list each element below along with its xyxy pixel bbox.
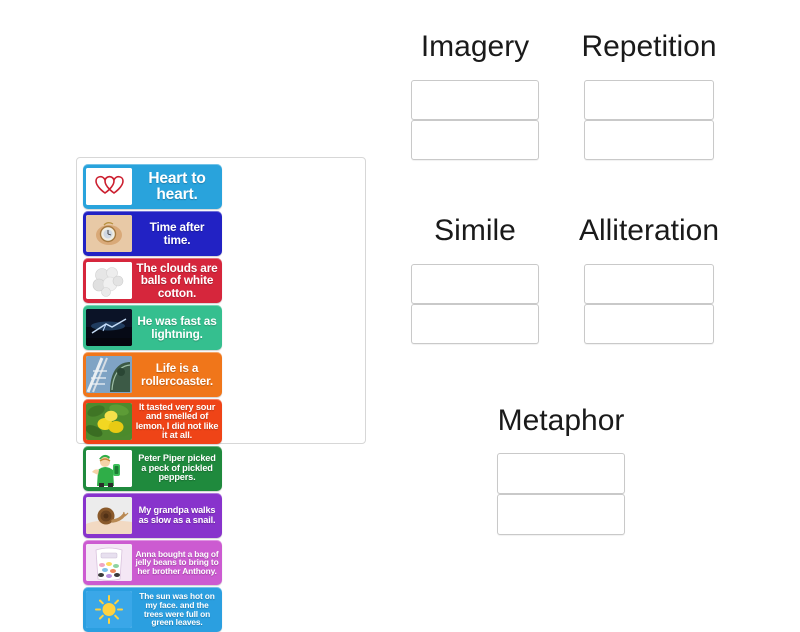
category-title-repetition: Repetition [581,30,717,63]
lemons-image [86,403,132,440]
drop-slot-repetition-1[interactable] [584,80,714,120]
drop-slot-simile-1[interactable] [411,264,539,304]
snail-on-hand-image [86,497,132,534]
card-label: Heart to heart. [148,169,206,203]
drop-slot-repetition-2[interactable] [584,120,714,160]
category-slots-imagery [396,80,554,160]
category-slots-alliteration [570,264,728,344]
category-slots-simile [396,264,554,344]
draggable-card-clouds-cotton[interactable]: The clouds are balls of white cotton. [83,258,222,303]
category-slots-metaphor [482,453,640,535]
category-slots-repetition [570,80,728,160]
card-label: My grandpa walks as slow as a snail. [138,505,216,525]
card-label: Time after time. [149,220,205,247]
drop-slot-imagery-2[interactable] [411,120,539,160]
two-hearts-outline-image [86,168,132,205]
category-simile: Simile [396,216,554,344]
category-title-alliteration: Alliteration [578,214,720,247]
rollercoaster-image [86,356,132,393]
draggable-card-heart-to-heart[interactable]: Heart to heart. [83,164,222,209]
draggable-card-time-after-time[interactable]: Time after time. [83,211,222,256]
sun-image [86,591,132,628]
category-metaphor: Metaphor [482,406,640,535]
draggable-card-life-rollercoaster[interactable]: Life is a rollercoaster. [83,352,222,397]
drop-slot-metaphor-2[interactable] [497,494,625,535]
category-title-imagery: Imagery [420,30,530,63]
card-label: He was fast as lightning. [137,314,217,341]
lightning-night-sky-image [86,309,132,346]
draggable-card-sour-lemon[interactable]: It tasted very sour and smelled of lemon… [83,399,222,444]
category-title-simile: Simile [434,214,516,247]
draggable-card-anna-jelly-beans[interactable]: Anna bought a bag of jelly beans to brin… [83,540,222,585]
card-label: Peter Piper picked a peck of pickled pep… [138,453,216,483]
drop-slot-simile-2[interactable] [411,304,539,344]
drop-slot-alliteration-1[interactable] [584,264,714,304]
draggable-card-fast-as-lightning[interactable]: He was fast as lightning. [83,305,222,350]
card-label: Anna bought a bag of jelly beans to brin… [135,548,219,576]
card-label: The clouds are balls of white cotton. [136,261,218,300]
draggable-card-sun-hot[interactable]: The sun was hot on my face. and the tree… [83,587,222,632]
category-alliteration: Alliteration [570,216,728,344]
drop-slot-alliteration-2[interactable] [584,304,714,344]
category-imagery: Imagery [396,32,554,160]
card-label: It tasted very sour and smelled of lemon… [135,401,219,440]
jelly-beans-jar-image [86,544,132,581]
drop-slot-metaphor-1[interactable] [497,453,625,494]
card-tray[interactable]: Heart to heart. Time after time. [76,157,366,632]
card-label: Life is a rollercoaster. [141,361,213,388]
drop-slot-imagery-1[interactable] [411,80,539,120]
draggable-card-grandpa-snail[interactable]: My grandpa walks as slow as a snail. [83,493,222,538]
peter-piper-cartoon-image [86,450,132,487]
pocket-watch-image [86,215,132,252]
cotton-balls-image [86,262,132,299]
category-title-metaphor: Metaphor [497,404,625,437]
card-label: The sun was hot on my face. and the tree… [139,591,215,628]
draggable-card-peter-piper[interactable]: Peter Piper picked a peck of pickled pep… [83,446,222,491]
category-repetition: Repetition [570,32,728,160]
